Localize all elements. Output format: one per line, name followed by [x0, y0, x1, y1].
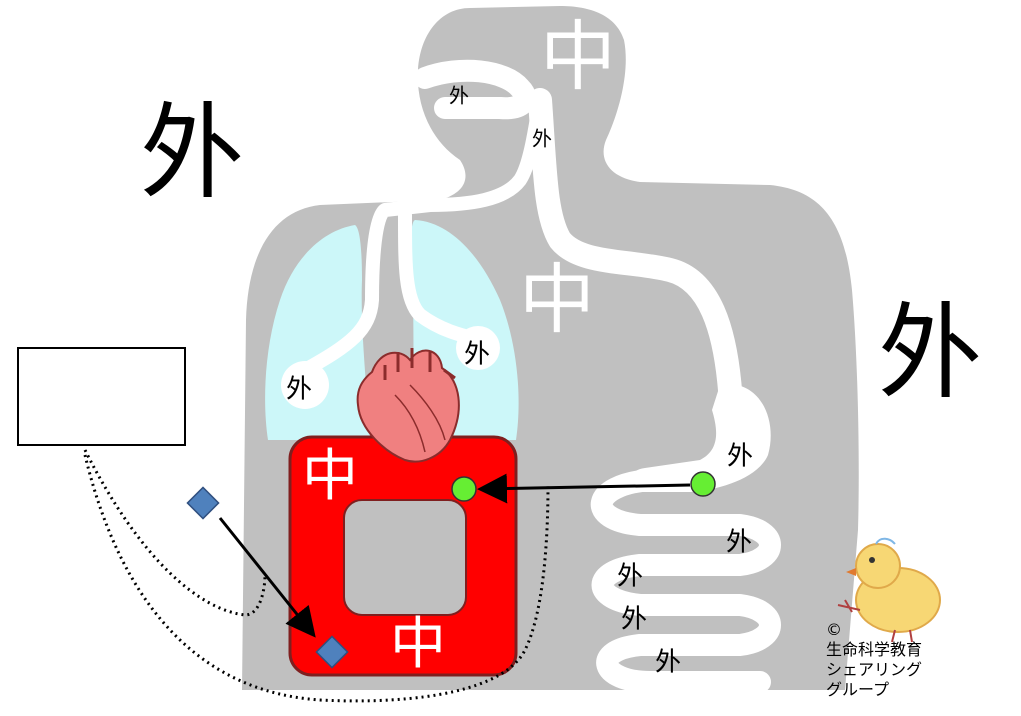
chick-icon: [837, 537, 941, 643]
outside-label-large-right: 外: [878, 291, 982, 413]
outside-label-large-left: 外: [140, 91, 244, 213]
airway-tubes: [298, 59, 742, 402]
credit-copyright: ©: [826, 620, 842, 639]
green-marker-intestine: [690, 471, 716, 497]
empty-box: [17, 347, 186, 446]
outside-label-intestine-2: 外: [617, 562, 643, 592]
intestine: [590, 469, 781, 693]
blue-marker-inner: [315, 635, 349, 669]
dotted-connectors: [83, 449, 550, 703]
outside-label-lung-right: 外: [464, 340, 490, 370]
credit-line-1: 生命科学教育: [826, 640, 923, 659]
blue-marker-outer: [186, 486, 220, 520]
green-marker-inner: [451, 476, 477, 502]
alveolus-left: [281, 361, 329, 409]
inside-label-torso: 中: [519, 255, 595, 344]
absorption-arrow: [477, 473, 691, 504]
credit-block: © 生命科学教育 シェアリング グループ: [826, 620, 922, 700]
injection-arrow: [218, 517, 316, 638]
outside-label-intestine-3: 外: [621, 605, 647, 635]
outside-label-intestine-4: 外: [655, 648, 681, 678]
inner-cavity: [343, 499, 467, 616]
outside-label-nose: 外: [449, 84, 469, 108]
alveolus-right: [456, 326, 500, 370]
outside-label-stomach: 外: [727, 442, 753, 472]
outside-label-throat: 外: [532, 127, 552, 151]
credit-line-2: シェアリング: [826, 660, 923, 679]
inside-label-body-top: 中: [302, 444, 358, 509]
heart-icon: [356, 348, 460, 463]
inside-label-body-bottom: 中: [390, 612, 446, 677]
inside-label-head: 中: [540, 12, 616, 101]
credit-line-3: グループ: [826, 680, 890, 699]
outside-label-intestine-1: 外: [726, 528, 752, 558]
outside-label-lung-left: 外: [286, 375, 312, 405]
stomach: [629, 384, 771, 492]
